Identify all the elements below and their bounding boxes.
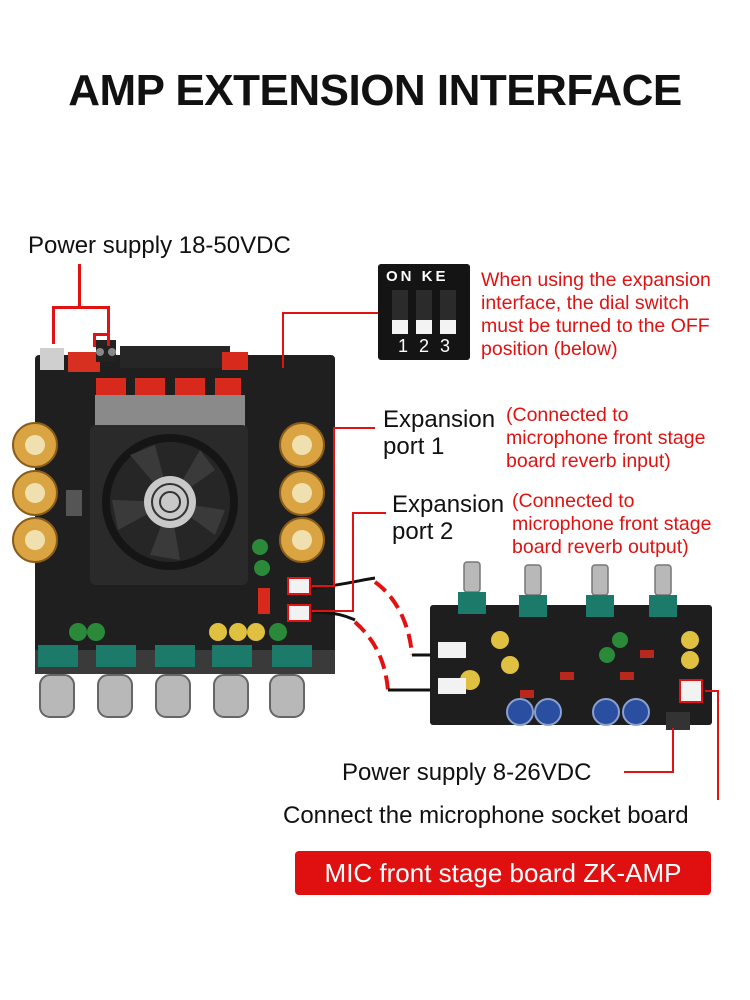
leader-line (312, 610, 354, 612)
leader-line (93, 333, 96, 347)
leader-line (282, 312, 378, 314)
leader-line (93, 333, 110, 336)
leader-line (282, 312, 284, 368)
leader-line (624, 771, 674, 773)
leader-line (717, 690, 719, 800)
expansion-cables (311, 576, 440, 692)
expansion-port-2-label: Expansion port 2 (392, 491, 505, 545)
expansion-port-1-label: Expansion port 1 (383, 406, 496, 460)
leader-line (312, 585, 335, 587)
leader-line (333, 427, 375, 429)
dip-switch-slot (416, 290, 432, 334)
dip-switch-header: ON KE (386, 268, 449, 285)
dip-switch-footer: 1 2 3 (397, 336, 451, 356)
expansion-port-1-note: (Connected to microphone front stage boa… (506, 404, 706, 472)
leader-line (78, 264, 81, 308)
leader-line (672, 728, 674, 773)
leader-line (352, 512, 386, 514)
dip-switch-slot (392, 290, 408, 334)
leader-line (352, 512, 354, 612)
dip-switch-slot (440, 290, 456, 334)
power-supply-mic-label: Power supply 8-26VDC (342, 759, 592, 786)
expansion-port-2-note: (Connected to microphone front stage boa… (512, 490, 712, 558)
mic-socket-label: Connect the microphone socket board (283, 802, 689, 829)
leader-line (52, 306, 55, 344)
page-title: AMP EXTENSION INTERFACE (68, 66, 682, 115)
dip-switch-note: When using the expansion interface, the … (481, 269, 711, 360)
mic-preamp-board (430, 561, 712, 730)
dip-switch: ON KE 1 2 3 (378, 264, 470, 360)
leader-line (705, 690, 719, 692)
power-supply-main-label: Power supply 18-50VDC (28, 232, 291, 259)
main-amplifier-board (12, 340, 335, 718)
product-banner: MIC front stage board ZK-AMP (295, 851, 711, 895)
leader-line (107, 306, 110, 346)
leader-line (52, 306, 110, 309)
leader-line (333, 427, 335, 587)
